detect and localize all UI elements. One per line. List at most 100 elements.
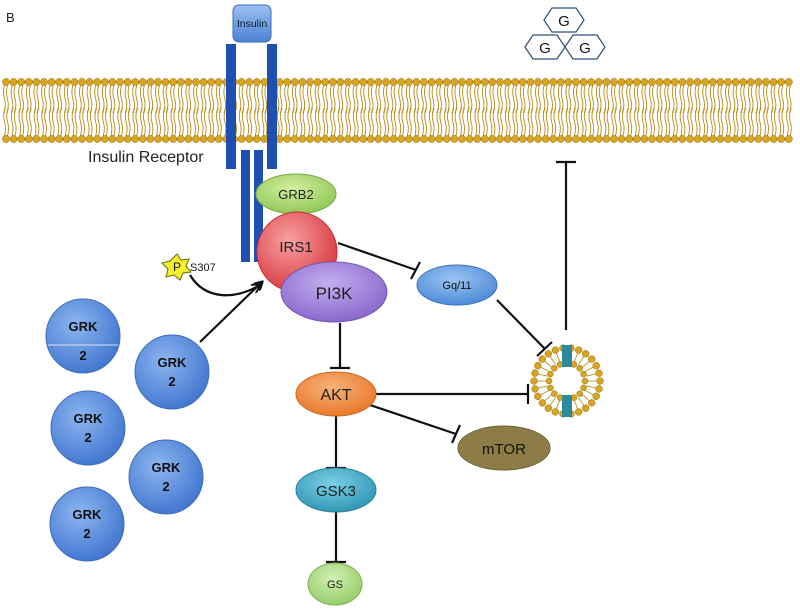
- lipid-head: [701, 78, 710, 86]
- lipid-head: [465, 78, 474, 86]
- vesicle-lipid: [580, 384, 587, 392]
- insulin-ligand: Insulin: [232, 4, 272, 43]
- lipid-head: [663, 135, 672, 143]
- vesicle-lipid: [530, 377, 538, 385]
- gsk3-node: GSK3: [295, 467, 377, 513]
- lipid-head: [496, 135, 504, 143]
- glut-vesicle: [530, 344, 604, 418]
- lipid-tail: [299, 84, 306, 114]
- lipid-head: [199, 78, 208, 86]
- lipid-head: [564, 135, 573, 143]
- glucose-label: G: [539, 40, 551, 57]
- lipid-tail: [535, 84, 541, 114]
- lipid-head: [100, 78, 109, 86]
- lipid-tail: [603, 84, 610, 114]
- glucose-2: G: [524, 34, 566, 60]
- lipid-tail: [3, 107, 9, 137]
- lipid-tail: [755, 84, 762, 114]
- lipid-tail: [535, 107, 541, 137]
- lipid-tail: [497, 107, 503, 137]
- lipid-head: [670, 135, 679, 143]
- vesicle-lipid-tail: [578, 397, 585, 407]
- lipid-head: [154, 135, 162, 143]
- lipid-tail: [512, 84, 518, 114]
- lipid-tail: [573, 84, 579, 114]
- lipid-head: [123, 78, 132, 86]
- lipid-tail: [117, 107, 123, 137]
- lipid-tail: [155, 107, 161, 137]
- lipid-head: [442, 78, 451, 86]
- lipid-tail: [86, 107, 93, 137]
- lipid-head: [313, 135, 322, 143]
- lipid-head: [473, 78, 482, 86]
- lipid-tail: [132, 84, 138, 114]
- lipid-tail: [679, 84, 686, 114]
- lipid-tail: [482, 107, 488, 137]
- lipid-head: [321, 135, 330, 143]
- lipid-head: [397, 135, 406, 143]
- lipid-tail: [375, 84, 382, 114]
- lipid-head: [784, 135, 793, 143]
- lipid-tail: [345, 84, 351, 114]
- lipid-head: [473, 135, 482, 143]
- vesicle-lipid: [595, 369, 603, 377]
- lipid-head: [214, 78, 223, 86]
- lipid-tail: [489, 84, 496, 114]
- lipid-head: [55, 78, 64, 86]
- lipid-tail: [10, 84, 17, 114]
- lipid-head: [138, 78, 147, 86]
- lipid-tail: [786, 107, 792, 137]
- lipid-tail: [664, 107, 671, 137]
- lipid-tail: [109, 84, 116, 114]
- lipid-head: [108, 78, 117, 86]
- lipid-head: [594, 78, 603, 86]
- lipid-tail: [56, 84, 62, 114]
- grk2-label-line1: GRK: [152, 460, 182, 475]
- vesicle-lipid: [534, 392, 542, 400]
- lipid-tail: [603, 107, 610, 137]
- lipid-head: [47, 135, 56, 143]
- lipid-tail: [428, 84, 435, 114]
- lipid-head: [442, 135, 451, 143]
- glut-transporter: [562, 395, 572, 417]
- lipid-head: [366, 135, 375, 143]
- pi3k-node: PI3K: [280, 261, 388, 323]
- lipid-head: [389, 78, 398, 86]
- lipid-tail: [504, 84, 511, 114]
- lipid-head: [404, 78, 413, 86]
- lipid-tail: [770, 107, 777, 137]
- lipid-head: [116, 135, 124, 143]
- glucose-3: G: [564, 34, 606, 60]
- lipid-tail: [307, 107, 313, 137]
- lipid-tail: [246, 107, 253, 137]
- lipid-tail: [193, 107, 199, 137]
- lipid-tail: [216, 107, 222, 137]
- phospho-site: P S307: [161, 253, 216, 281]
- lipid-tail: [428, 107, 435, 137]
- lipid-tail: [611, 84, 617, 114]
- lipid-tail: [345, 107, 351, 137]
- lipid-head: [184, 135, 193, 143]
- lipid-tail: [489, 107, 496, 137]
- lipid-tail: [664, 84, 670, 114]
- lipid-tail: [18, 84, 24, 114]
- lipid-tail: [702, 84, 708, 114]
- lipid-head: [625, 78, 634, 86]
- lipid-head: [260, 135, 269, 143]
- lipid-tail: [291, 84, 298, 114]
- lipid-tail: [162, 107, 169, 137]
- vesicle-lipid: [531, 385, 539, 393]
- lipid-head: [169, 78, 178, 86]
- gs-label: GS: [327, 579, 343, 591]
- lipid-tail: [717, 107, 724, 137]
- lipid-head: [78, 78, 86, 86]
- vesicle-lipid: [581, 377, 589, 385]
- lipid-tail: [79, 84, 85, 114]
- lipid-head: [336, 135, 345, 143]
- edge-akt-mtor-bar: [450, 424, 462, 444]
- vesicle-lipid-tail: [543, 360, 553, 368]
- lipid-tail: [573, 107, 579, 137]
- lipid-head: [564, 78, 573, 86]
- lipid-tail: [588, 107, 595, 137]
- lipid-tail: [398, 84, 404, 114]
